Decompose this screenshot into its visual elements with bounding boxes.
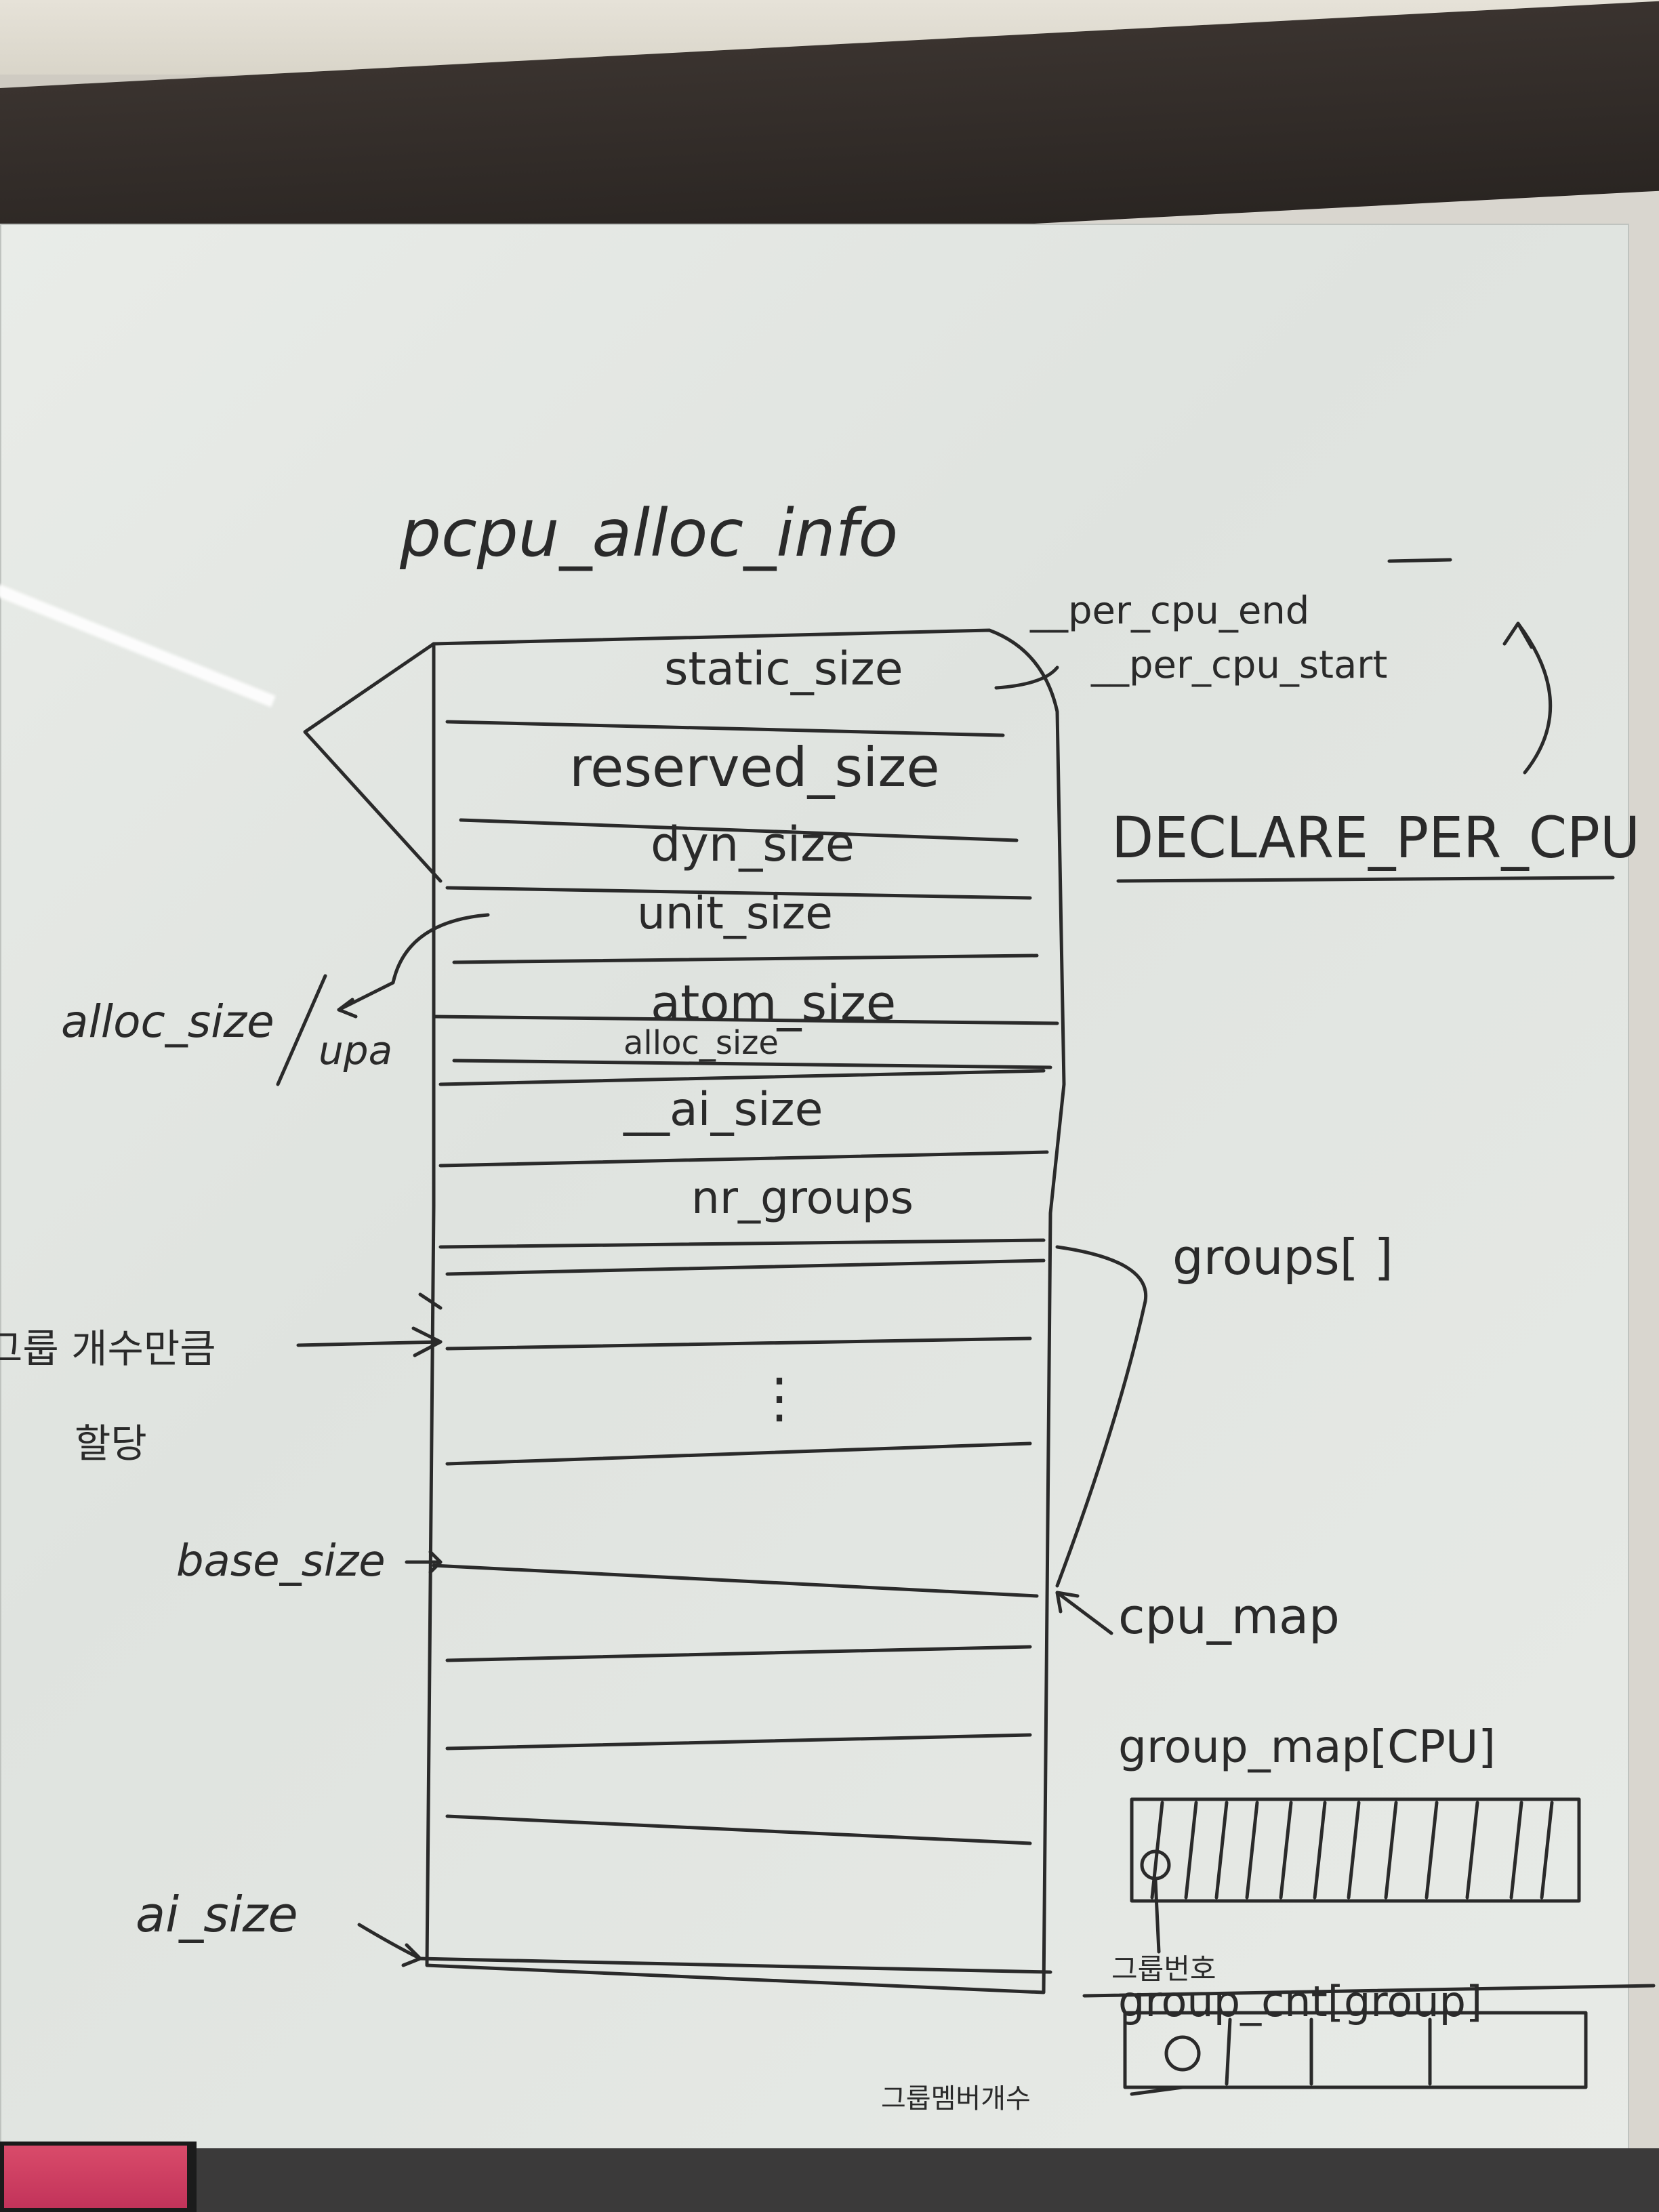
note-group-member-count: 그룹멤버개수 [881,2083,1031,2114]
field-atom-size: atom_size [651,975,896,1031]
board-bottom-ledge [0,2148,1659,2212]
group-cnt-array [1123,2011,1588,2089]
note-cpu-map: cpu_map [1118,1588,1340,1645]
struct-title: pcpu_alloc_info [399,495,898,571]
note-upa: upa [319,1027,392,1073]
note-groups: groups[ ] [1172,1229,1393,1286]
group-map-array [1130,1797,1581,1903]
ellipsis: ⋮ [752,1366,806,1429]
phone-screen [4,2146,187,2208]
field-nr-groups: nr_groups [691,1172,914,1224]
phone-device [0,2142,197,2212]
note-base-size: base_size [176,1536,386,1586]
struct-pointer-arrow [303,642,443,883]
field-static-size: static_size [664,642,903,696]
groups-bracket [1055,1245,1148,1588]
note-ai-size-left: ai_size [136,1886,298,1943]
field-reserved-size: reserved_size [569,736,940,799]
field-dyn-size: dyn_size [651,817,855,872]
note-per-cpu-start: __per_cpu_start [1090,643,1387,687]
whiteboard [0,224,1629,2192]
note-group-map: group_map[CPU] [1118,1721,1496,1773]
note-group-count-alloc-1: 그룹 개수만큼 [0,1326,216,1372]
note-group-count-alloc-2: 할당 [75,1420,147,1467]
field-ai-size: __ai_size [623,1083,823,1136]
note-group-cnt: group_cnt[group] [1118,1977,1482,2026]
field-alloc-size: alloc_size [623,1024,779,1062]
note-alloc-size-left: alloc_size [61,996,274,1048]
note-declare-per-cpu: DECLARE_PER_CPU [1111,804,1640,871]
note-group-number: 그룹번호 [1111,1952,1216,1986]
note-per-cpu-end: __per_cpu_end [1029,589,1309,633]
field-unit-size: unit_size [637,887,833,939]
